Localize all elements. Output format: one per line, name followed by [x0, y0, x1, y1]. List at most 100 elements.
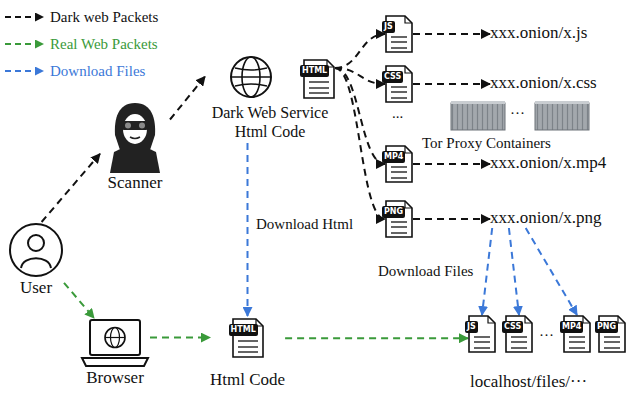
file-type: PNG [595, 321, 618, 333]
file-fold [405, 146, 412, 153]
laptop-icon [80, 318, 150, 368]
text-node: xxx.onion/x.js [490, 23, 587, 43]
file-type: MP4 [560, 321, 583, 333]
file-type: CSS [502, 321, 523, 333]
file-icon: JS [468, 315, 496, 353]
file-icon: PNG [598, 315, 626, 353]
file-line [604, 341, 620, 342]
file-icon: PNG [385, 200, 413, 238]
legend-text: Download Files [50, 62, 145, 80]
file-line [474, 341, 490, 342]
file-node: CSS [505, 315, 533, 353]
file-line [391, 41, 407, 42]
file-line [391, 47, 407, 48]
file-fold [405, 16, 412, 23]
file-line [511, 347, 527, 348]
node-label: Dark Web Service Html Code [205, 103, 335, 141]
dashed-arrow [335, 68, 385, 219]
file-line [511, 336, 527, 337]
dashed-arrow [413, 33, 490, 35]
dashed-arrow [42, 154, 100, 222]
globe-icon [229, 55, 273, 99]
node-label: Browser [80, 368, 150, 388]
dashed-arrow [285, 337, 468, 339]
dashed-arrow [64, 283, 94, 318]
file-node: JS [468, 315, 496, 353]
dashed-arrow [335, 34, 385, 68]
file-line [391, 166, 407, 167]
text-label: ... [392, 104, 403, 122]
file-line [569, 347, 585, 348]
dashed-arrow [170, 77, 205, 120]
icon-node: HTML Dark Web Service Html Code [205, 55, 335, 141]
file-line [569, 341, 585, 342]
file-line [569, 336, 585, 337]
file-line [391, 226, 407, 227]
file-icon: JS [385, 15, 413, 53]
text-node: xxx.onion/x.png [490, 208, 601, 228]
legend-text: Dark web Packets [50, 8, 158, 26]
file-line [238, 346, 258, 347]
file-line [391, 171, 407, 172]
file-line [391, 36, 407, 37]
legend-samples [0, 0, 50, 85]
file-node: MP4 [563, 315, 591, 353]
node-label: Html Code [210, 370, 285, 390]
text-node: xxx.onion/x.css [490, 73, 597, 93]
file-type: HTML [229, 324, 258, 336]
file-type: MP4 [382, 151, 405, 163]
file-icon: MP4 [385, 145, 413, 183]
legend-text: Real Web Packets [50, 35, 158, 53]
dashed-arrow [526, 228, 577, 315]
text-label: ··· [539, 326, 554, 344]
node-label: Scanner [100, 173, 170, 193]
icon-node: Scanner [100, 95, 170, 193]
file-line [511, 341, 527, 342]
file-fold [583, 316, 590, 323]
dashed-arrow [150, 337, 210, 339]
file-fold [525, 316, 532, 323]
text-node: localhost/files/··· [470, 372, 587, 392]
file-type: JS [382, 21, 395, 33]
text-label: Tor Proxy Containers [422, 134, 551, 152]
file-icon: HTML [303, 59, 335, 99]
file-node: PNG [385, 200, 413, 238]
file-fold [618, 316, 625, 323]
file-type: CSS [382, 71, 403, 83]
dashed-arrow [509, 228, 519, 315]
text-node: xxx.onion/x.mp4 [490, 153, 606, 173]
file-icon: CSS [505, 315, 533, 353]
node-label: xxx.onion/x.css [490, 73, 597, 93]
file-line [238, 351, 258, 352]
file-line [391, 177, 407, 178]
legend-line [5, 43, 43, 45]
file-line [474, 336, 490, 337]
file-line [391, 86, 407, 87]
file-line [391, 91, 407, 92]
icon-node: Browser [80, 318, 150, 388]
file-type: JS [465, 321, 478, 333]
node-label: xxx.onion/x.js [490, 23, 587, 43]
file-line [474, 347, 490, 348]
file-icon: CSS [385, 65, 413, 103]
legend-line [5, 16, 43, 18]
scanner-icon [100, 95, 170, 173]
icon-node: HTML Html Code [210, 318, 285, 390]
file-type: HTML [300, 65, 329, 77]
dashed-arrow [413, 218, 490, 220]
file-line [238, 340, 258, 341]
file-line [604, 347, 620, 348]
file-fold [405, 201, 412, 208]
file-fold [405, 66, 412, 73]
user-icon [8, 222, 64, 278]
file-line [309, 92, 329, 93]
file-type: PNG [382, 206, 405, 218]
legend-line [5, 70, 43, 72]
icon-row: HTML [205, 55, 335, 99]
text-label: Download Files [378, 262, 473, 280]
icon-node: User [8, 222, 64, 298]
dashed-arrow [413, 163, 490, 165]
dashed-arrow [335, 68, 385, 84]
dashed-arrow [335, 68, 385, 164]
node-label: xxx.onion/x.mp4 [490, 153, 606, 173]
